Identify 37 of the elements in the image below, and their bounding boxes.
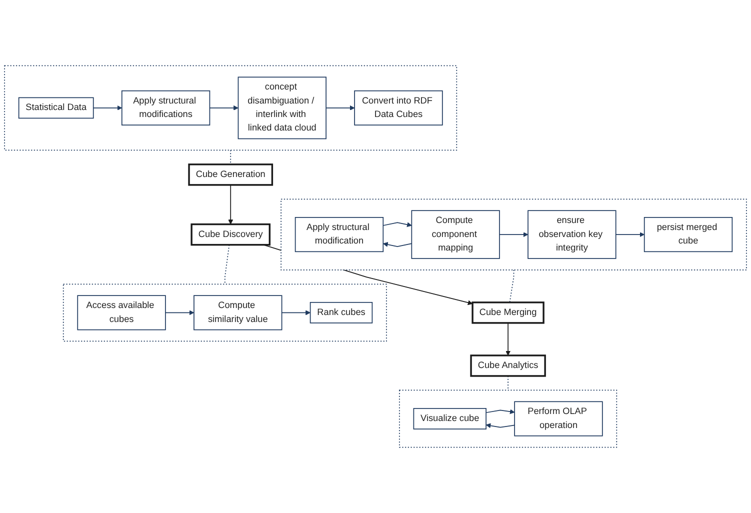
arrow xyxy=(165,310,194,316)
node-box: Apply structural modification xyxy=(294,217,384,252)
node-box: Perform OLAP operation xyxy=(514,401,603,436)
arrow xyxy=(499,232,528,238)
cluster xyxy=(4,65,458,151)
node-box: Rank cubes xyxy=(310,302,373,324)
arrow xyxy=(486,423,515,428)
node-box: Compute component mapping xyxy=(411,210,500,259)
node-box: Access available cubes xyxy=(77,295,166,330)
arrow xyxy=(615,232,645,238)
arrow xyxy=(209,105,238,110)
arrow xyxy=(382,222,412,228)
arrow xyxy=(506,322,511,356)
cluster xyxy=(399,390,618,448)
node-box: concept disambiguation / interlink with linked data cloud xyxy=(238,76,326,140)
arrow xyxy=(382,242,412,247)
connector xyxy=(224,244,230,285)
node-box: persist merged cube xyxy=(644,217,733,252)
arrow xyxy=(92,105,122,110)
node-box: Convert into RDF Data Cubes xyxy=(354,90,443,126)
node-box: Cube Merging xyxy=(472,302,544,324)
node-box: Statistical Data xyxy=(18,97,94,119)
arrow xyxy=(326,105,355,110)
node-box: Compute similarity value xyxy=(194,295,282,330)
node-box: Cube Generation xyxy=(188,164,274,186)
arrow xyxy=(486,409,515,414)
node-box: Cube Analytics xyxy=(470,354,546,377)
node-box: ensure observation key integrity xyxy=(528,210,616,259)
connector xyxy=(230,150,232,165)
arrow xyxy=(228,184,234,224)
node-box: Visualize cube xyxy=(413,408,486,430)
node-box: Cube Discovery xyxy=(190,223,271,246)
node-box: Apply structural modifications xyxy=(121,90,210,126)
connector xyxy=(509,269,514,303)
cluster xyxy=(62,284,387,342)
cluster xyxy=(280,198,747,270)
arrow xyxy=(281,310,311,316)
